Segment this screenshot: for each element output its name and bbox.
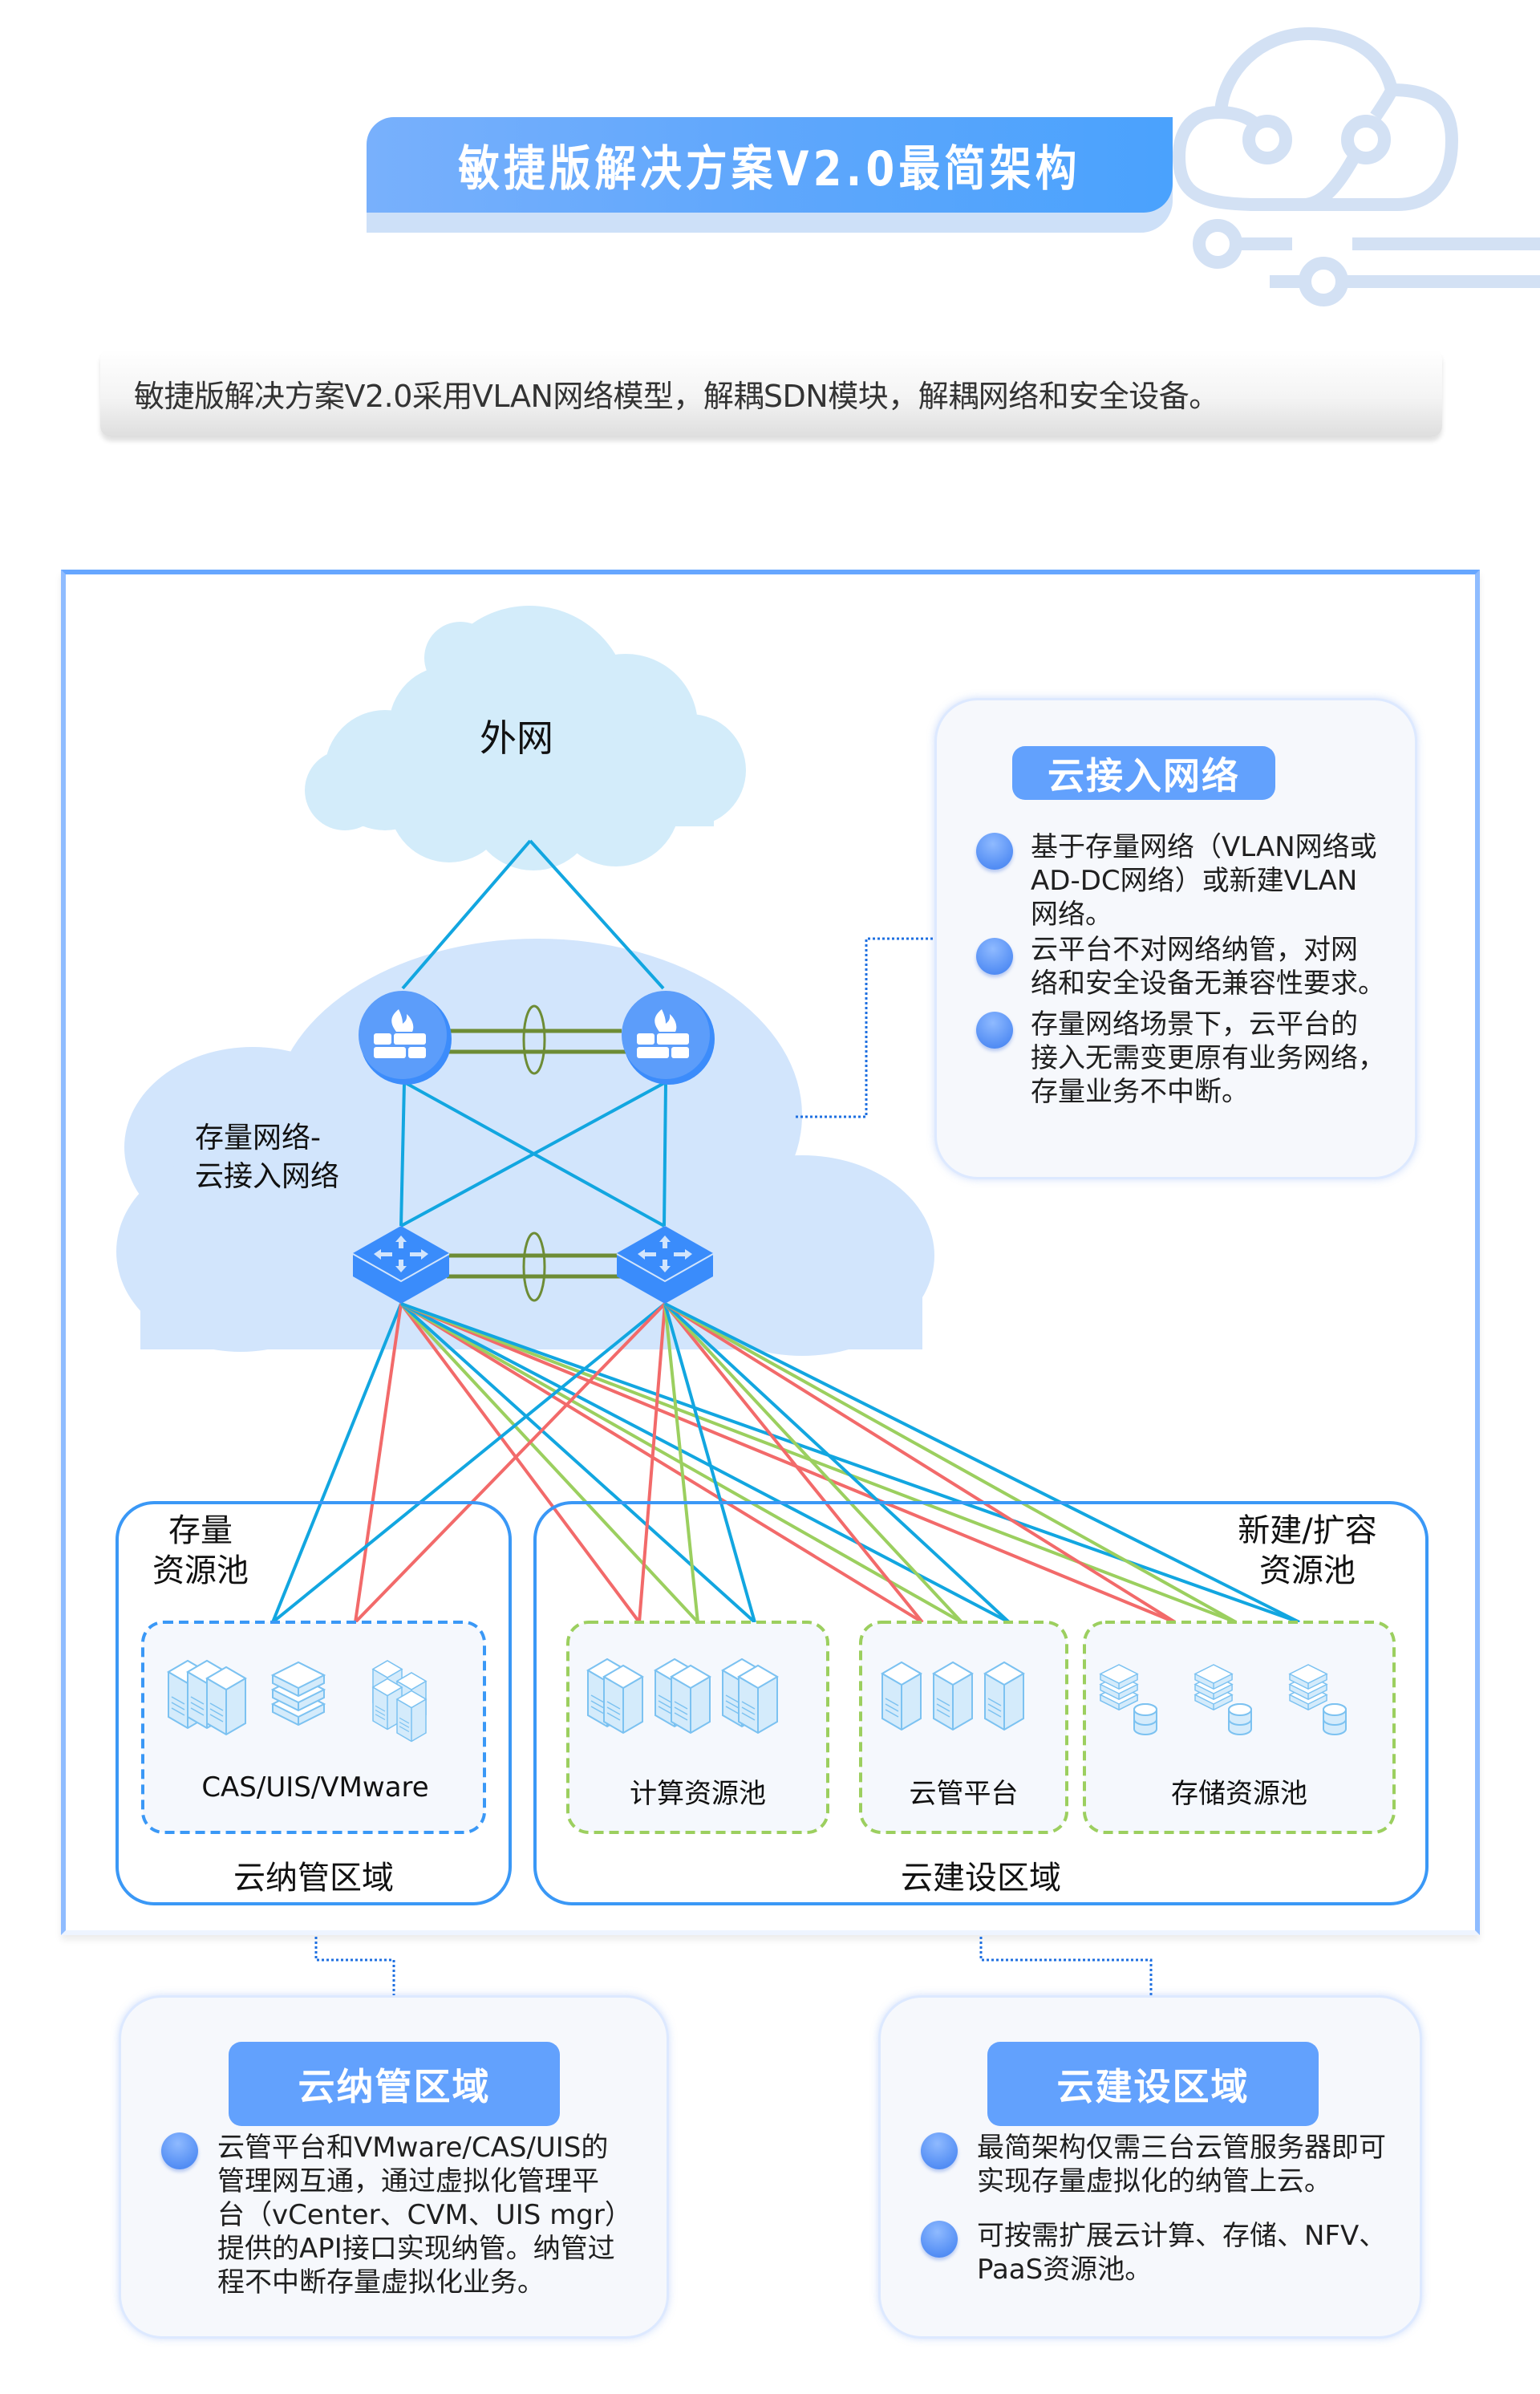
link-left-switch-red-5 <box>399 1302 924 1624</box>
decorative-cloud-icon <box>1172 26 1540 306</box>
management-region-card: 云纳管区域 云管平台和VMware/CAS/UIS的 管理网互通，通过虚拟化管理… <box>119 1995 669 2339</box>
access-bullet-3: 存量网络场景下，云平台的 接入无需变更原有业务网络， 存量业务不中断。 <box>1031 1008 1385 1108</box>
diagram-frame <box>61 570 1480 1935</box>
link-right-switch-green-3 <box>663 1303 699 1623</box>
link-left-switch-blue-4 <box>399 1302 756 1624</box>
server-cluster-icon <box>168 1660 246 1735</box>
title-banner: 敏捷版解决方案V2.0最简架构 <box>367 117 1173 213</box>
access-bullet-1: 基于存量网络（VLAN网络或 AD-DC网络）或新建VLAN 网络。 <box>1031 831 1377 931</box>
bullet-icon <box>976 1012 1013 1049</box>
link-left-switch-blue-7 <box>400 1302 1010 1624</box>
link-right-switch-red-8 <box>663 1302 1177 1624</box>
bullet-icon <box>161 2132 198 2169</box>
management-card-connector <box>314 1937 395 2020</box>
existing-region-box <box>116 1501 512 1905</box>
link-left-switch-blue-0 <box>271 1303 403 1623</box>
existing-pool-title-line1: 存量 <box>168 1512 233 1549</box>
switch-left-icon <box>352 1226 450 1304</box>
new-pool-title-line2: 资源池 <box>1259 1552 1356 1589</box>
link-left-switch-red-2 <box>399 1302 641 1624</box>
external-network-label: 外网 <box>480 716 553 760</box>
cloud-platform-servers-icon <box>881 1662 1024 1731</box>
compute-servers-icon <box>587 1658 778 1734</box>
bullet-icon <box>921 2221 958 2258</box>
switch-right-icon <box>616 1226 714 1304</box>
firewall-ha-link <box>445 1004 630 1075</box>
link-right-switch-red-1 <box>354 1302 667 1624</box>
bullet-icon <box>976 938 1013 975</box>
page-title: 敏捷版解决方案V2.0最简架构 <box>458 141 1081 197</box>
firewall-right-icon <box>622 991 715 1085</box>
link-left-switch-green-9 <box>400 1302 1237 1624</box>
build-card-connector <box>979 1937 1153 2020</box>
link-left-switch-blue-10 <box>400 1302 1300 1624</box>
link-right-switch-red-5 <box>663 1302 924 1624</box>
access-cloud-label-line2: 云接入网络 <box>195 1160 340 1193</box>
link-right-switch-blue-4 <box>663 1303 756 1623</box>
compute-pool-label: 计算资源池 <box>630 1778 766 1810</box>
link-right-switch-blue-10 <box>664 1302 1300 1624</box>
access-bullet-2: 云平台不对网络纳管，对网 络和安全设备无兼容性要求。 <box>1031 934 1385 1000</box>
external-network-cloud <box>305 606 746 870</box>
switch-ha-link <box>447 1231 628 1302</box>
new-region-label: 云建设区域 <box>901 1860 1061 1897</box>
link-left-switch-red-8 <box>400 1302 1176 1624</box>
build-region-card-title: 云建设区域 <box>987 2042 1319 2126</box>
build-bullet-1: 最简架构仅需三台云管服务器即可 实现存量虚拟化的纳管上云。 <box>977 2132 1386 2197</box>
new-pool-title-line1: 新建/扩容 <box>1238 1512 1377 1549</box>
access-network-cloud <box>116 939 934 1356</box>
storage-pool-label: 存储资源池 <box>1171 1778 1307 1810</box>
existing-pool-title-line2: 资源池 <box>152 1552 249 1589</box>
link-right-switch-green-6 <box>663 1302 963 1624</box>
uplink-lines <box>399 839 667 1227</box>
access-card-connector <box>796 937 935 1118</box>
link-right-switch-blue-7 <box>663 1302 1011 1624</box>
server-stack-icon <box>272 1662 325 1726</box>
existing-region-label: 云纳管区域 <box>233 1860 394 1897</box>
link-left-switch-green-3 <box>399 1302 699 1624</box>
management-bullet-1: 云管平台和VMware/CAS/UIS的 管理网互通，通过虚拟化管理平 台（vC… <box>217 2132 632 2299</box>
subtitle-bar: 敏捷版解决方案V2.0采用VLAN网络模型，解耦SDN模块，解耦网络和安全设备。 <box>100 349 1442 437</box>
existing-pool-label: CAS/UIS/VMware <box>201 1771 429 1804</box>
access-network-card: 云接入网络 基于存量网络（VLAN网络或 AD-DC网络）或新建VLAN 网络。… <box>934 698 1417 1179</box>
management-region-card-title: 云纳管区域 <box>229 2042 560 2126</box>
access-links <box>271 1302 1300 1624</box>
access-network-card-title: 云接入网络 <box>1012 746 1275 800</box>
firewall-left-icon <box>359 991 452 1085</box>
subtitle-text: 敏捷版解决方案V2.0采用VLAN网络模型，解耦SDN模块，解耦网络和安全设备。 <box>134 378 1219 414</box>
build-bullet-2: 可按需扩展云计算、存储、NFV、 PaaS资源池。 <box>977 2220 1387 2286</box>
link-right-switch-red-2 <box>638 1303 667 1623</box>
new-region-box <box>533 1501 1429 1905</box>
link-left-switch-red-1 <box>354 1303 403 1623</box>
link-right-switch-green-9 <box>664 1302 1237 1624</box>
access-cloud-label-line1: 存量网络- <box>195 1122 321 1154</box>
build-region-card: 云建设区域 最简架构仅需三台云管服务器即可 实现存量虚拟化的纳管上云。 可按需扩… <box>878 1995 1422 2339</box>
bullet-icon <box>976 833 1013 870</box>
bullet-icon <box>921 2132 958 2169</box>
cloud-platform-label: 云管平台 <box>909 1778 1019 1810</box>
link-right-switch-blue-0 <box>271 1302 667 1624</box>
